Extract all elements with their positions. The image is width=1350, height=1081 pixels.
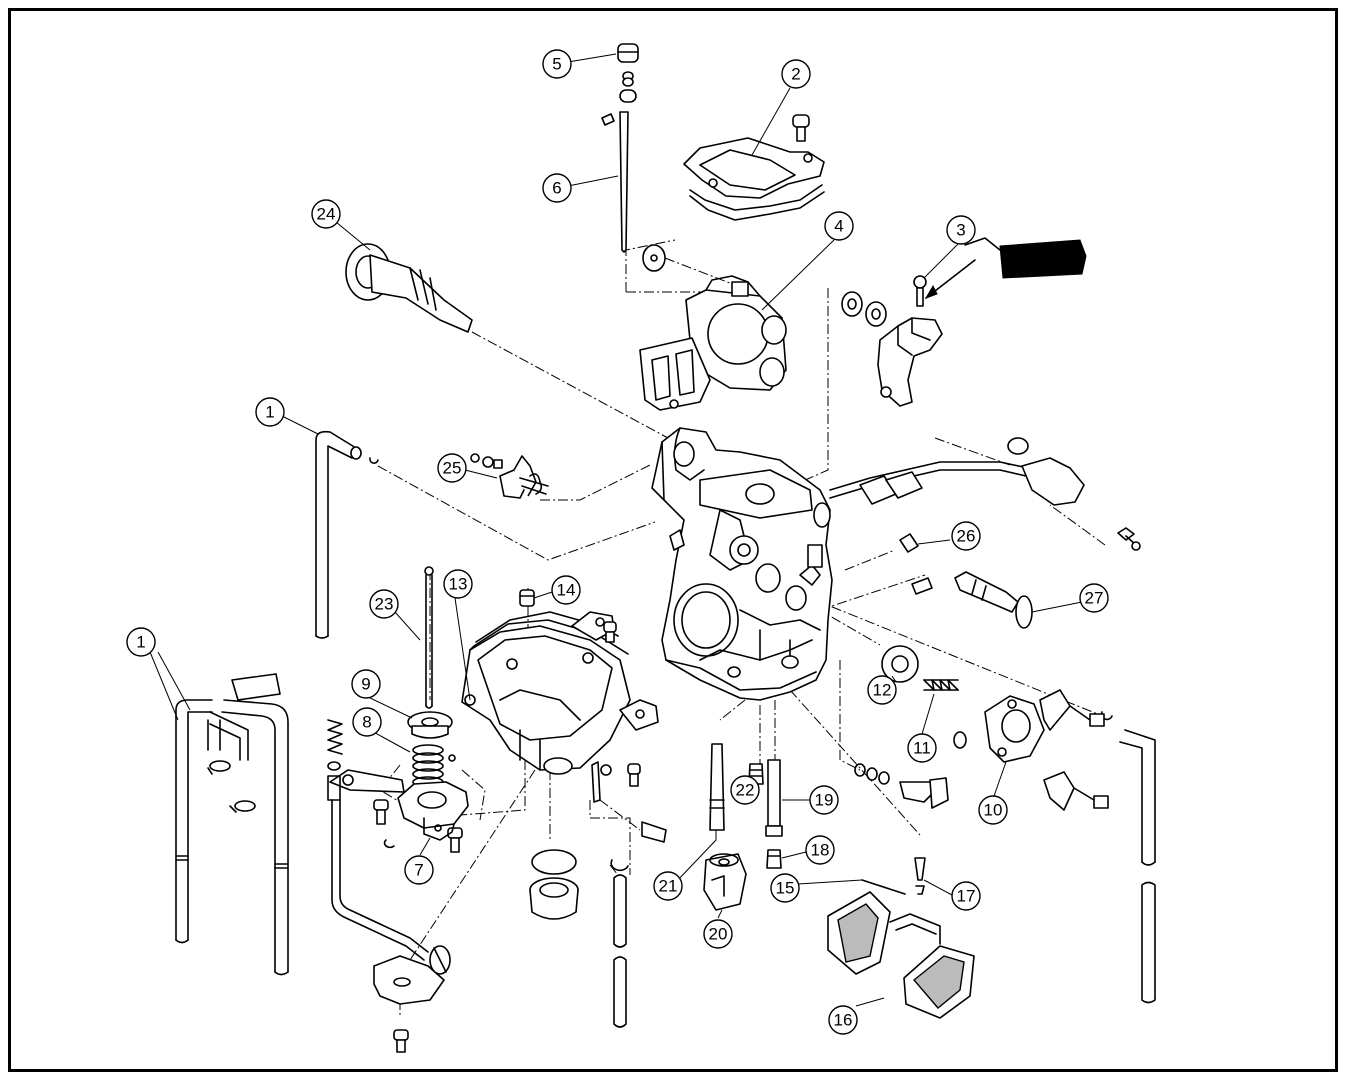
part-25-stop-assembly bbox=[470, 453, 549, 499]
part-1-hose-group bbox=[175, 673, 289, 976]
part-14-screw bbox=[519, 589, 535, 607]
callout-label: 26 bbox=[957, 527, 976, 546]
callout-label: 9 bbox=[361, 675, 370, 694]
callout-16: 16 bbox=[828, 1005, 858, 1035]
callout-label: 13 bbox=[449, 575, 468, 594]
callout-15: 15 bbox=[770, 873, 800, 903]
callout-19: 19 bbox=[809, 785, 839, 815]
callout-20: 20 bbox=[703, 919, 733, 949]
part-washers bbox=[841, 291, 887, 327]
part-21-jet-holder bbox=[709, 743, 725, 831]
callout-label: 17 bbox=[957, 887, 976, 906]
callout-label: 1 bbox=[136, 633, 145, 652]
part-16-float bbox=[827, 891, 975, 1019]
callout-label: 22 bbox=[736, 781, 755, 800]
callout-label: 24 bbox=[317, 205, 336, 224]
part-3-screw-bracket bbox=[877, 237, 1087, 407]
part-15-float-pin bbox=[861, 879, 906, 895]
chamber-screws bbox=[373, 621, 667, 1053]
leader-lines bbox=[149, 53, 1083, 1007]
callout-25: 25 bbox=[437, 453, 467, 483]
callout-3: 3 bbox=[946, 215, 976, 245]
callout-23: 23 bbox=[369, 589, 399, 619]
part-17-float-needle bbox=[914, 857, 926, 895]
callout-1-upper: 1 bbox=[255, 397, 285, 427]
part-1-hose-right bbox=[1100, 711, 1156, 1004]
callout-27: 27 bbox=[1079, 583, 1109, 613]
callout-22: 22 bbox=[730, 775, 760, 805]
callout-label: 11 bbox=[913, 739, 931, 758]
callout-9: 9 bbox=[351, 669, 381, 699]
drain-plug bbox=[529, 849, 579, 920]
callout-label: 8 bbox=[362, 713, 371, 732]
callout-label: 10 bbox=[984, 801, 1003, 820]
callout-label: 5 bbox=[552, 55, 561, 74]
callout-label: 19 bbox=[815, 791, 834, 810]
part-19-needle-jet bbox=[765, 759, 783, 837]
callout-12: 12 bbox=[867, 675, 897, 705]
part-2-top-cover bbox=[683, 137, 825, 221]
part-7-pump-base bbox=[329, 769, 469, 849]
callout-label: 20 bbox=[709, 925, 728, 944]
callout-label: 12 bbox=[873, 681, 892, 700]
pump-rod-assembly bbox=[327, 719, 451, 1005]
part-18-main-jet bbox=[766, 849, 782, 869]
callout-4: 4 bbox=[824, 211, 854, 241]
callout-label: 2 bbox=[791, 65, 800, 84]
callout-1-lower: 1 bbox=[126, 627, 156, 657]
callout-24: 24 bbox=[311, 199, 341, 229]
callout-11: 11 bbox=[907, 733, 937, 763]
callout-label: 14 bbox=[557, 581, 576, 600]
callout-label: 16 bbox=[834, 1011, 853, 1030]
part-1-hose-left bbox=[315, 430, 379, 639]
part-11-spring bbox=[923, 679, 959, 691]
overflow-tube bbox=[610, 859, 629, 1028]
callout-label: 1 bbox=[265, 403, 274, 422]
sensor-harness bbox=[829, 437, 1141, 551]
callout-label: 25 bbox=[443, 459, 462, 478]
part-12-diaphragm bbox=[881, 645, 919, 683]
part-23-rod bbox=[424, 566, 434, 709]
part-8-spring bbox=[412, 744, 456, 788]
part-26-plug bbox=[899, 533, 919, 553]
callout-label: 15 bbox=[776, 879, 795, 898]
part-2-screw bbox=[792, 114, 810, 142]
callout-label: 27 bbox=[1085, 589, 1104, 608]
callout-label: 23 bbox=[375, 595, 394, 614]
part-6-jet-needle bbox=[601, 111, 629, 253]
callout-label: 3 bbox=[956, 221, 965, 240]
callout-21: 21 bbox=[653, 871, 683, 901]
callout-6: 6 bbox=[542, 173, 572, 203]
part-4-throttle-valve bbox=[639, 244, 787, 411]
callout-label: 21 bbox=[659, 877, 678, 896]
callout-8: 8 bbox=[352, 707, 382, 737]
part-10-pump-cover bbox=[953, 689, 1109, 811]
part-5-plug-stack bbox=[617, 43, 639, 103]
callout-5: 5 bbox=[542, 49, 572, 79]
callout-2: 2 bbox=[781, 59, 811, 89]
callout-13: 13 bbox=[443, 569, 473, 599]
part-27-mixture-screw bbox=[911, 571, 1033, 629]
part-orings-elbow bbox=[854, 763, 949, 809]
callout-17: 17 bbox=[951, 881, 981, 911]
callout-10: 10 bbox=[978, 795, 1008, 825]
part-9-cap bbox=[407, 711, 453, 739]
callout-label: 4 bbox=[834, 217, 843, 236]
part-13-float-chamber bbox=[461, 611, 659, 803]
callout-14: 14 bbox=[551, 575, 581, 605]
callout-18: 18 bbox=[805, 835, 835, 865]
callout-label: 6 bbox=[552, 179, 561, 198]
callout-label: 18 bbox=[811, 841, 830, 860]
callout-7: 7 bbox=[404, 855, 434, 885]
callout-label: 7 bbox=[414, 861, 423, 880]
callout-26: 26 bbox=[951, 521, 981, 551]
carburetor-body bbox=[651, 427, 833, 701]
part-24-adjust-screw bbox=[345, 243, 473, 333]
part-20-sleeve bbox=[703, 853, 747, 911]
